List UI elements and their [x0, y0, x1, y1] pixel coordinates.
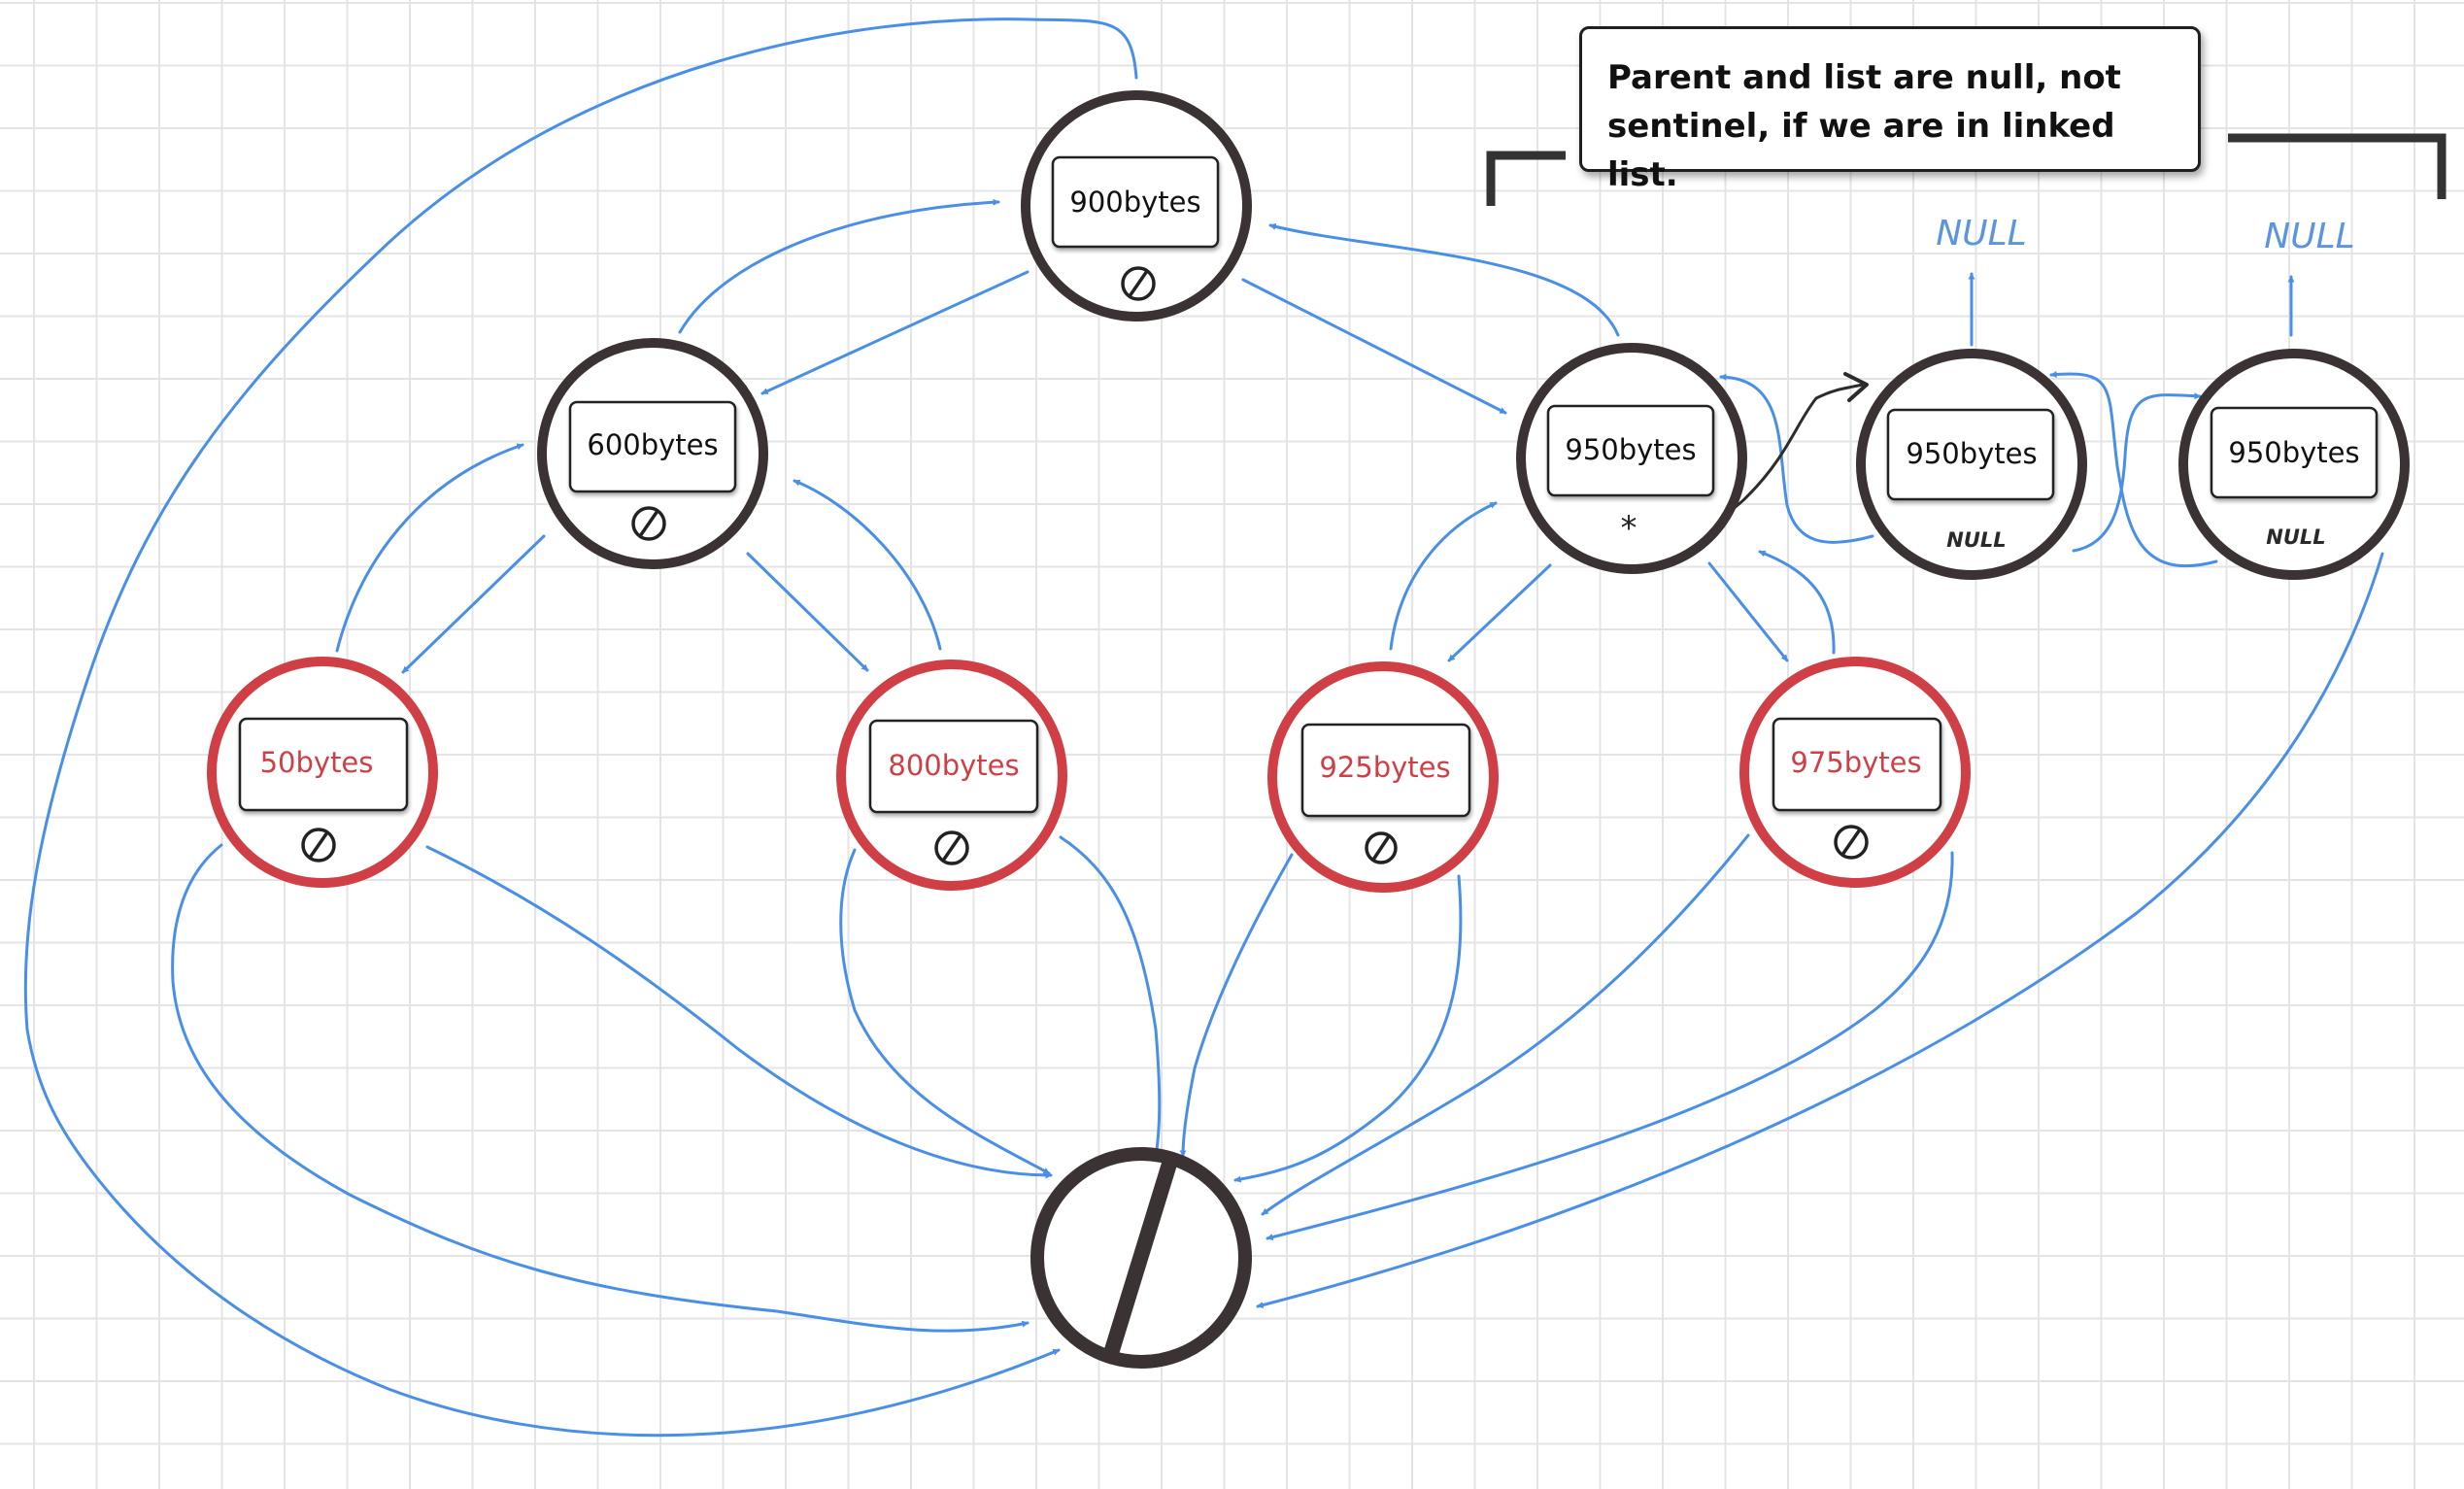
sentinel-slash [1104, 1153, 1178, 1358]
edge-900-to-950a [1241, 278, 1507, 415]
edge-800-left-to-sentinel [839, 848, 1051, 1175]
node-800-label: 800bytes [888, 749, 1019, 782]
node-800-null-slash [941, 834, 962, 862]
node-50: 50bytes [207, 657, 438, 888]
edge-50-to-600 [335, 443, 524, 653]
callout-bracket-right [2228, 133, 2447, 199]
node-925-label: 925bytes [1319, 751, 1450, 784]
edge-925-right-to-sentinel [1233, 874, 1463, 1183]
node-600-null-slash [638, 510, 659, 537]
node-950c-label: 950bytes [2228, 436, 2359, 469]
edge-50-left-to-sentinel [171, 843, 1029, 1333]
node-975-null-slash [1840, 829, 1862, 856]
edge-950a-to-900 [1268, 222, 1620, 337]
list-pointer-arrowhead [1843, 372, 1869, 402]
node-975: 975bytes [1739, 657, 1971, 888]
edge-950b-to-950c [2072, 392, 2202, 553]
node-900-null-icon [1121, 266, 1156, 301]
null-label-950c: NULL [2264, 217, 2354, 256]
node-950a: 950bytes * [1516, 343, 1747, 574]
callout-text: Parent and list are null, not sentinel, … [1607, 58, 2121, 194]
node-975-label: 975bytes [1790, 746, 1921, 779]
edge-50-right-to-sentinel [425, 845, 1053, 1179]
node-900: 900bytes [1021, 90, 1252, 321]
null-label-950b: NULL [1936, 214, 2026, 254]
edge-975-left-to-sentinel [1261, 833, 1750, 1216]
node-925-null-icon [1365, 831, 1398, 864]
edge-600-to-900 [678, 198, 1000, 334]
node-600-null-icon [631, 506, 666, 541]
node-950a-label: 950bytes [1565, 433, 1696, 466]
edge-975-right-to-sentinel [1266, 851, 1954, 1241]
node-600: 600bytes [537, 338, 768, 569]
node-950b-label: 950bytes [1906, 437, 2037, 470]
edge-900-to-sentinel [23, 17, 1138, 1438]
node-950a-marker: * [1621, 509, 1637, 548]
node-950b: 950bytes NULL [1856, 349, 2087, 580]
node-950c-marker: NULL [2266, 525, 2325, 549]
edge-600-to-800 [746, 552, 869, 672]
edge-800-to-600 [793, 479, 942, 651]
edge-600-to-50 [401, 534, 546, 674]
node-800: 800bytes [836, 660, 1067, 891]
edge-925-to-950a [1389, 501, 1498, 651]
edge-975-to-950a [1758, 550, 1836, 655]
node-50-null-icon [301, 828, 336, 863]
edge-950a-to-925 [1447, 563, 1552, 662]
edge-800-right-to-sentinel [1059, 835, 1162, 1158]
node-50-null-slash [308, 831, 329, 859]
callout-bracket-left [1486, 151, 1566, 206]
node-800-null-icon [934, 830, 969, 865]
node-900-null-slash [1128, 270, 1149, 297]
edge-950b-to-950a [1719, 373, 1874, 544]
edge-arrows [23, 17, 2384, 1438]
edge-950a-to-975 [1707, 561, 1789, 662]
node-950b-marker: NULL [1946, 528, 2006, 552]
node-900-label: 900bytes [1069, 186, 1200, 219]
node-950c: 950bytes NULL [2178, 349, 2410, 580]
edge-950c-to-sentinel [1256, 552, 2384, 1308]
sentinel-node [1030, 1147, 1252, 1369]
node-600-label: 600bytes [587, 428, 718, 461]
edge-925-left-to-sentinel [1179, 853, 1294, 1158]
node-925: 925bytes [1267, 661, 1499, 893]
node-50-label: 50bytes [260, 746, 374, 779]
edge-900-to-600 [760, 270, 1029, 395]
edge-950c-to-950b [2049, 371, 2218, 568]
node-975-null-icon [1834, 825, 1869, 860]
node-925-null-slash [1371, 835, 1391, 861]
callout-note: Parent and list are null, not sentinel, … [1579, 26, 2201, 194]
